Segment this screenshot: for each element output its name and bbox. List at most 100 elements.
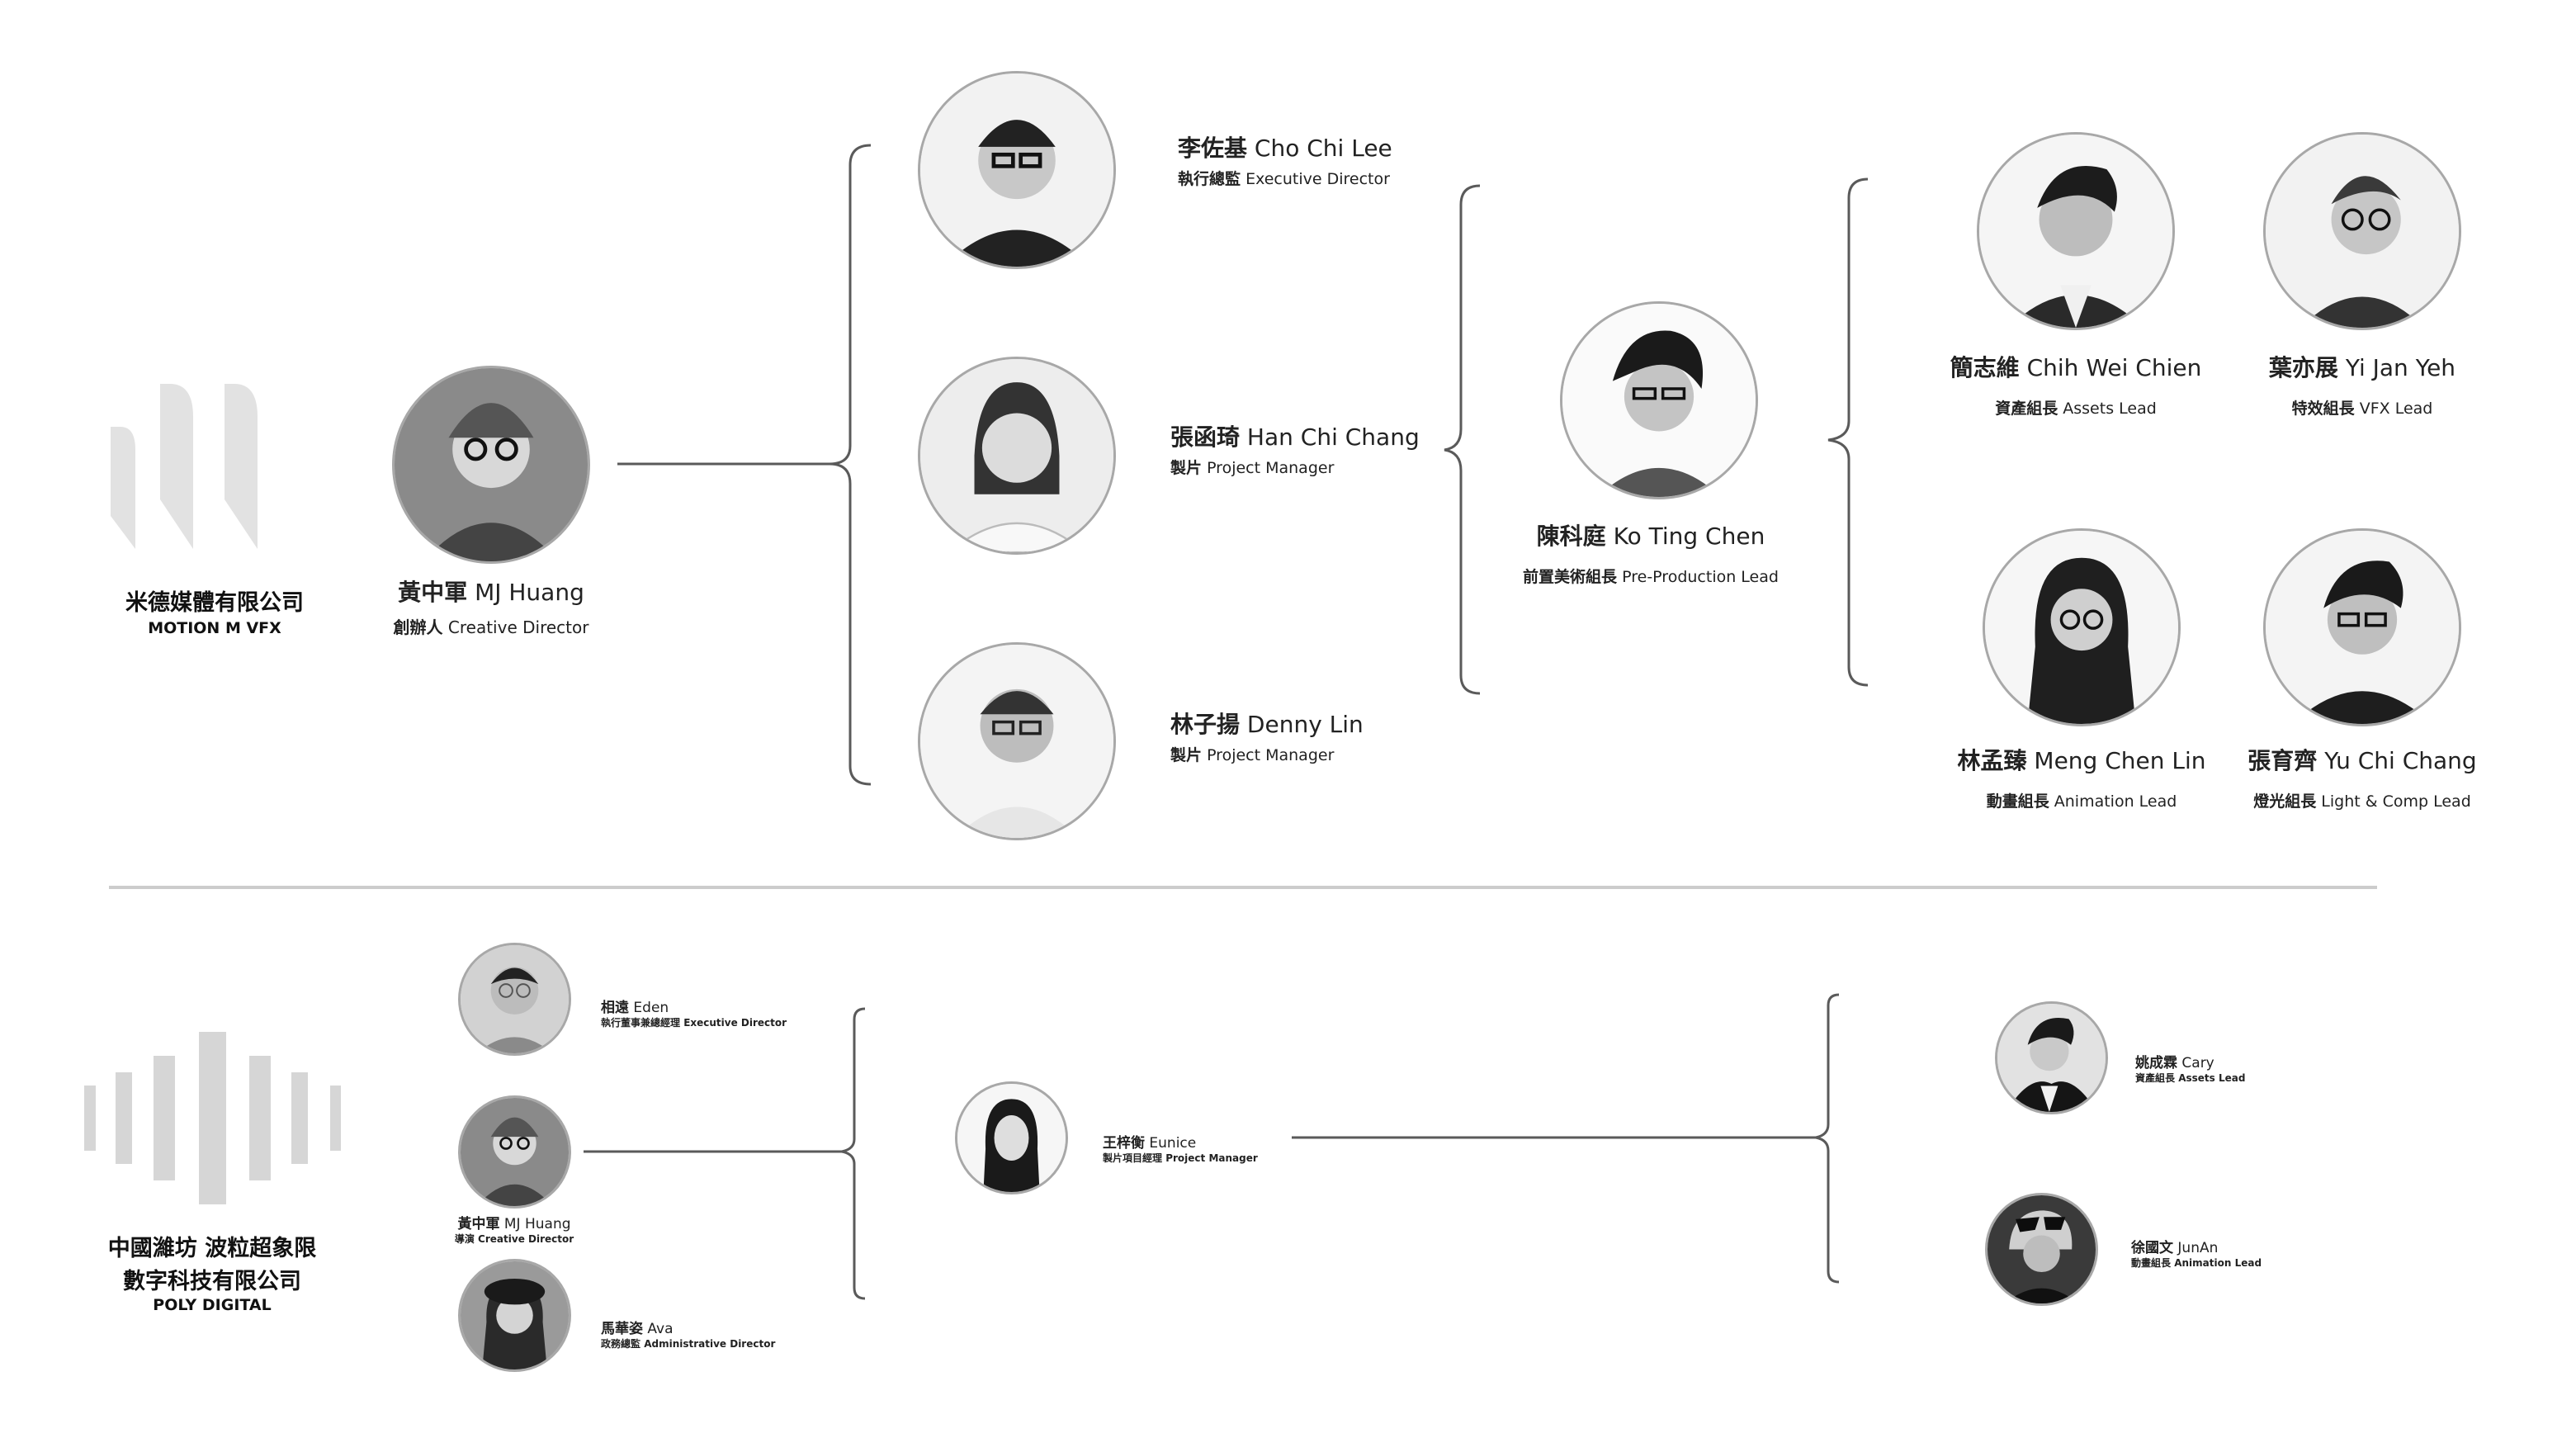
role-zh: 執行董事兼總經理	[601, 1017, 681, 1029]
bottom-company-name-zh-line2: 數字科技有限公司	[123, 1269, 301, 1294]
name-en: Eden	[633, 1000, 669, 1016]
role-zh: 特效組長	[2291, 400, 2355, 418]
name-en: Ava	[647, 1321, 674, 1337]
name-zh: 王梓衡	[1103, 1135, 1145, 1152]
role-en: Pre-Production Lead	[1622, 568, 1779, 586]
avatar-junan[interactable]	[1985, 1193, 2098, 1306]
avatar-yi-jan-yeh[interactable]	[2263, 132, 2461, 330]
bottom-company-name-en: POLY DIGITAL	[153, 1296, 272, 1314]
yi-jan-yeh-name: 葉亦展 Yi Jan Yeh	[2269, 350, 2455, 383]
role-zh: 動畫組長	[1986, 792, 2049, 811]
yi-jan-yeh-role: 特效組長 VFX Lead	[2292, 396, 2433, 419]
role-en: Animation Lead	[2174, 1257, 2262, 1269]
name-en: Yu Chi Chang	[2324, 747, 2477, 774]
name-zh: 葉亦展	[2268, 354, 2338, 381]
role-en: Animation Lead	[2054, 792, 2177, 811]
role-en: Executive Director	[683, 1017, 787, 1029]
role-zh: 資產組長	[2135, 1072, 2176, 1084]
ava-role: 政務總監 Administrative Director	[601, 1336, 775, 1350]
han-chi-chang-name: 張函琦 Han Chi Chang	[1170, 419, 1420, 452]
meng-chen-lin-role: 動畫組長 Animation Lead	[1987, 789, 2177, 811]
role-en: Project Manager	[1207, 459, 1335, 477]
denny-lin-name: 林子揚 Denny Lin	[1170, 707, 1364, 740]
name-zh: 陳科庭	[1536, 523, 1606, 550]
role-zh: 資產組長	[1995, 400, 2058, 418]
role-zh: 燈光組長	[2253, 792, 2317, 811]
name-zh: 簡志維	[1950, 354, 2020, 381]
junan-name: 徐國文 JunAn	[2131, 1236, 2218, 1256]
avatar-ava[interactable]	[458, 1259, 571, 1372]
avatar-han-chi-chang[interactable]	[918, 357, 1116, 555]
denny-lin-role: 製片 Project Manager	[1170, 743, 1334, 765]
role-en: Creative Director	[478, 1233, 574, 1245]
role-zh: 政務總監	[601, 1338, 641, 1350]
role-zh: 導演	[454, 1233, 475, 1245]
ko-ting-chen-name: 陳科庭 Ko Ting Chen	[1537, 518, 1765, 551]
role-en: VFX Lead	[2359, 400, 2433, 418]
cary-role: 資產組長 Assets Lead	[2135, 1071, 2245, 1085]
avatar-yu-chi-chang[interactable]	[2263, 528, 2461, 726]
role-zh: 製片	[1170, 746, 1203, 764]
avatar-cary[interactable]	[1995, 1001, 2108, 1114]
poly-digital-bars-logo-icon	[83, 1032, 347, 1207]
name-zh: 馬華姿	[601, 1321, 643, 1337]
eunice-role: 製片項目經理 Project Manager	[1103, 1151, 1258, 1165]
eden-name: 相遠 Eden	[601, 996, 669, 1016]
founder-name-en: MJ Huang	[475, 579, 584, 606]
name-zh: 徐國文	[2131, 1240, 2173, 1256]
role-en: Executive Director	[1245, 170, 1390, 188]
bracket-level4	[1827, 177, 1869, 687]
avatar-chih-wei-chien[interactable]	[1977, 132, 2175, 330]
ko-ting-chen-role: 前置美術組長 Pre-Production Lead	[1523, 565, 1779, 587]
role-zh: 前置美術組長	[1523, 568, 1618, 586]
role-en: Light & Comp Lead	[2321, 792, 2471, 811]
chih-wei-chien-name: 簡志維 Chih Wei Chien	[1950, 350, 2202, 383]
avatar-eden[interactable]	[458, 943, 571, 1056]
top-company-name-zh: 米德媒體有限公司	[125, 590, 304, 616]
yu-chi-chang-name: 張育齊 Yu Chi Chang	[2248, 743, 2476, 776]
bracket-bottom-level3	[1815, 993, 1840, 1284]
founder-role-zh: 創辦人	[393, 617, 443, 637]
bottom-company-name-zh-line1: 中國濰坊 波粒超象限	[107, 1236, 317, 1261]
avatar-meng-chen-lin[interactable]	[1983, 528, 2181, 726]
han-chi-chang-role: 製片 Project Manager	[1170, 456, 1334, 478]
avatar-denny-lin[interactable]	[918, 642, 1116, 840]
avatar-founder[interactable]	[392, 366, 590, 564]
avatar-cho-chi-lee[interactable]	[918, 71, 1116, 269]
name-zh: 林孟臻	[1957, 747, 2027, 774]
founder-name: 黃中軍 MJ Huang	[398, 575, 584, 608]
role-zh: 動畫組長	[2131, 1257, 2172, 1269]
name-zh: 黃中軍	[457, 1216, 500, 1232]
eden-role: 執行董事兼總經理 Executive Director	[601, 1015, 787, 1029]
yu-chi-chang-role: 燈光組長 Light & Comp Lead	[2253, 789, 2471, 811]
avatar-eunice[interactable]	[955, 1081, 1068, 1194]
bracket-level2	[829, 144, 872, 786]
role-en: Administrative Director	[644, 1338, 776, 1350]
name-zh: 李佐基	[1178, 135, 1248, 162]
name-en: Ko Ting Chen	[1613, 523, 1765, 550]
name-en: JunAn	[2177, 1240, 2219, 1256]
chih-wei-chien-role: 資產組長 Assets Lead	[1995, 396, 2157, 419]
name-en: Cary	[2181, 1055, 2214, 1071]
role-en: Project Manager	[1207, 746, 1335, 764]
avatar-ko-ting-chen[interactable]	[1560, 301, 1758, 499]
name-zh: 姚成霖	[2135, 1055, 2177, 1071]
name-en: Cho Chi Lee	[1254, 135, 1392, 162]
meng-chen-lin-name: 林孟臻 Meng Chen Lin	[1957, 743, 2205, 776]
name-zh: 林子揚	[1170, 711, 1241, 738]
avatar-mj-huang-bottom[interactable]	[458, 1095, 571, 1209]
role-en: Project Manager	[1165, 1152, 1258, 1164]
role-zh: 製片項目經理	[1103, 1152, 1163, 1164]
name-zh: 張育齊	[2248, 747, 2318, 774]
role-zh: 執行總監	[1178, 170, 1241, 188]
founder-role-en: Creative Director	[447, 617, 589, 637]
mj-huang-bottom-name: 黃中軍 MJ Huang	[457, 1212, 570, 1232]
name-en: Yi Jan Yeh	[2345, 354, 2456, 381]
bracket-level3	[1444, 184, 1481, 695]
mj-huang-bottom-role: 導演 Creative Director	[455, 1232, 574, 1246]
role-en: Assets Lead	[2063, 400, 2157, 418]
name-en: MJ Huang	[503, 1216, 571, 1232]
junan-role: 動畫組長 Animation Lead	[2131, 1256, 2262, 1270]
eunice-name: 王梓衡 Eunice	[1103, 1131, 1196, 1152]
name-en: Meng Chen Lin	[2034, 747, 2206, 774]
